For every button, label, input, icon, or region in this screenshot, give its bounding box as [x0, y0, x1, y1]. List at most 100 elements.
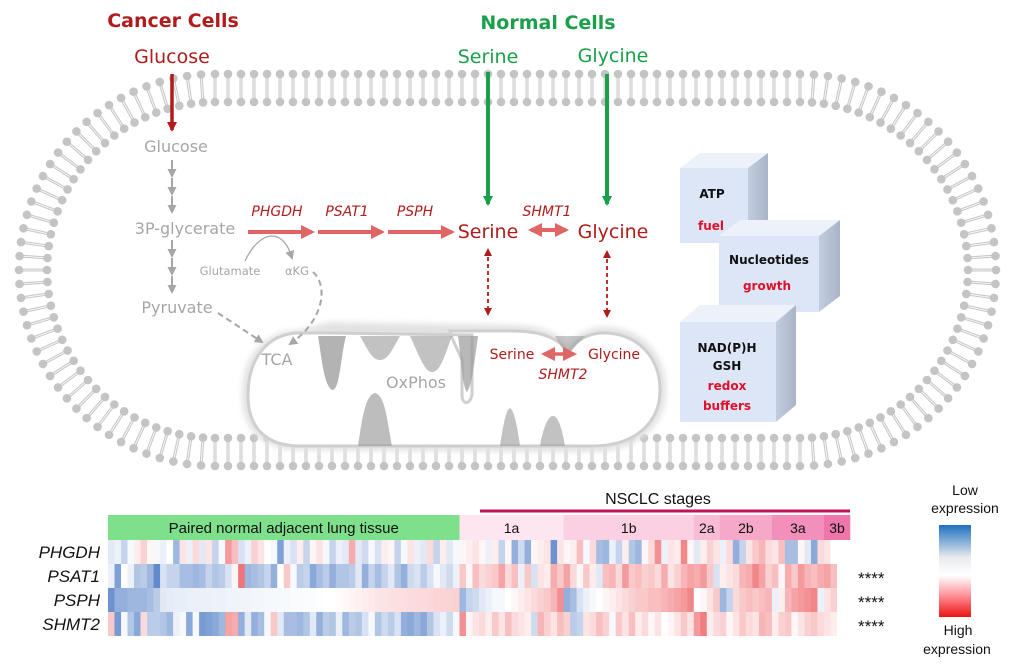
- heatmap-cell: [127, 540, 135, 564]
- heatmap-cell: [550, 588, 558, 612]
- heatmap-cell: [335, 612, 343, 636]
- glycine-label: Glycine: [578, 221, 649, 243]
- heatmap-cell: [498, 588, 506, 612]
- heatmap-cell: [296, 564, 304, 588]
- heatmap-cell: [745, 612, 753, 636]
- heatmap-cell: [778, 564, 786, 588]
- heatmap-cell: [348, 564, 356, 588]
- heatmap-cell: [589, 540, 597, 564]
- heatmap-cell: [843, 588, 851, 612]
- heatmap-cell: [609, 564, 617, 588]
- heatmap-cell: [218, 540, 226, 564]
- heatmap-cell: [836, 588, 844, 612]
- heatmap-cell: [479, 540, 486, 564]
- heatmap-cell: [706, 564, 714, 588]
- heatmap-cell: [784, 612, 792, 636]
- heatmap-cell: [797, 588, 805, 612]
- heatmap-cell: [166, 540, 174, 564]
- heatmap-cell: [836, 612, 844, 636]
- heatmap-cell: [407, 540, 415, 564]
- heatmap-cell: [374, 612, 382, 636]
- nadph-title: NAD(P)H: [697, 341, 756, 355]
- heatmap-cell: [309, 612, 317, 636]
- heatmap-cell: [218, 588, 226, 612]
- heatmap-cell: [485, 612, 493, 636]
- heatmap-cell: [173, 540, 180, 564]
- heatmap-cell: [335, 588, 343, 612]
- group-band-5: [771, 515, 825, 540]
- heatmap-cell: [830, 588, 838, 612]
- heatmap-cell: [823, 564, 831, 588]
- heatmap-cell: [830, 564, 838, 588]
- gene-label-shmt2: SHMT2: [42, 615, 100, 634]
- heatmap-cell: [693, 588, 701, 612]
- heatmap-cell: [257, 612, 265, 636]
- heatmap-cell: [212, 612, 220, 636]
- heatmap-cell: [205, 588, 213, 612]
- heatmap-cell: [706, 612, 714, 636]
- heatmap-cell: [492, 612, 499, 636]
- heatmap-cell: [648, 540, 656, 564]
- heatmap-cell: [244, 564, 252, 588]
- heatmap-cell: [550, 540, 558, 564]
- heatmap-cell: [452, 540, 460, 564]
- heatmap-cell: [531, 612, 538, 636]
- heatmap-cell: [810, 588, 818, 612]
- heatmap-cell: [648, 612, 656, 636]
- heatmap-cell: [732, 540, 740, 564]
- heatmap-cell: [342, 564, 350, 588]
- heatmap-cell: [407, 588, 415, 612]
- heatmap-cell: [596, 588, 604, 612]
- heatmap-cell: [218, 564, 226, 588]
- heatmap-cell: [244, 540, 252, 564]
- heatmap-cell: [687, 540, 695, 564]
- heatmap-cell: [329, 540, 337, 564]
- group-band-3: [693, 515, 721, 540]
- heatmap-cell: [426, 612, 434, 636]
- heatmap-cell: [394, 540, 402, 564]
- group-band-1: [459, 515, 564, 540]
- heatmap-cell: [492, 564, 499, 588]
- heatmap-cell: [400, 588, 408, 612]
- heatmap-cell: [758, 540, 766, 564]
- heatmap-cell: [843, 540, 851, 564]
- heatmap-cell: [329, 588, 337, 612]
- heatmap-cell: [654, 612, 662, 636]
- heatmap-cell: [192, 540, 200, 564]
- heatmap-cell: [745, 588, 753, 612]
- heatmap-cell: [648, 588, 656, 612]
- heatmap-cell: [810, 612, 818, 636]
- heatmap-cell: [518, 564, 525, 588]
- heatmap-cell: [771, 564, 779, 588]
- heatmap-cell: [524, 564, 532, 588]
- heatmap-cell: [316, 588, 324, 612]
- heatmap-cell: [680, 564, 688, 588]
- heatmap-cell: [765, 540, 773, 564]
- heatmap-cell: [836, 540, 844, 564]
- heatmap-cell: [628, 588, 636, 612]
- heatmap-cell: [348, 588, 356, 612]
- heatmap-cell: [179, 588, 187, 612]
- heatmap-cell: [583, 564, 591, 588]
- heatmap-cell: [277, 564, 285, 588]
- pyruvate-label: Pyruvate: [141, 298, 212, 317]
- heatmap-cell: [791, 540, 799, 564]
- gene-label-phgdh: PHGDH: [39, 543, 101, 562]
- heatmap-cell: [537, 588, 545, 612]
- heatmap-cell: [459, 564, 467, 588]
- heatmap-cell: [498, 612, 506, 636]
- heatmap-cell: [661, 564, 669, 588]
- heatmap-cell: [192, 612, 200, 636]
- heatmap-cell: [700, 612, 708, 636]
- heatmap-cell: [192, 564, 200, 588]
- heatmap-cell: [173, 564, 180, 588]
- heatmap-cell: [439, 588, 447, 612]
- heatmap-cell: [622, 612, 630, 636]
- group-band-2: [563, 515, 695, 540]
- heatmap-cell: [687, 588, 695, 612]
- heatmap-cell: [498, 540, 506, 564]
- heatmap-cell: [680, 540, 688, 564]
- heatmap-cell: [147, 588, 154, 612]
- heatmap-cell: [361, 588, 369, 612]
- heatmap-cell: [387, 588, 395, 612]
